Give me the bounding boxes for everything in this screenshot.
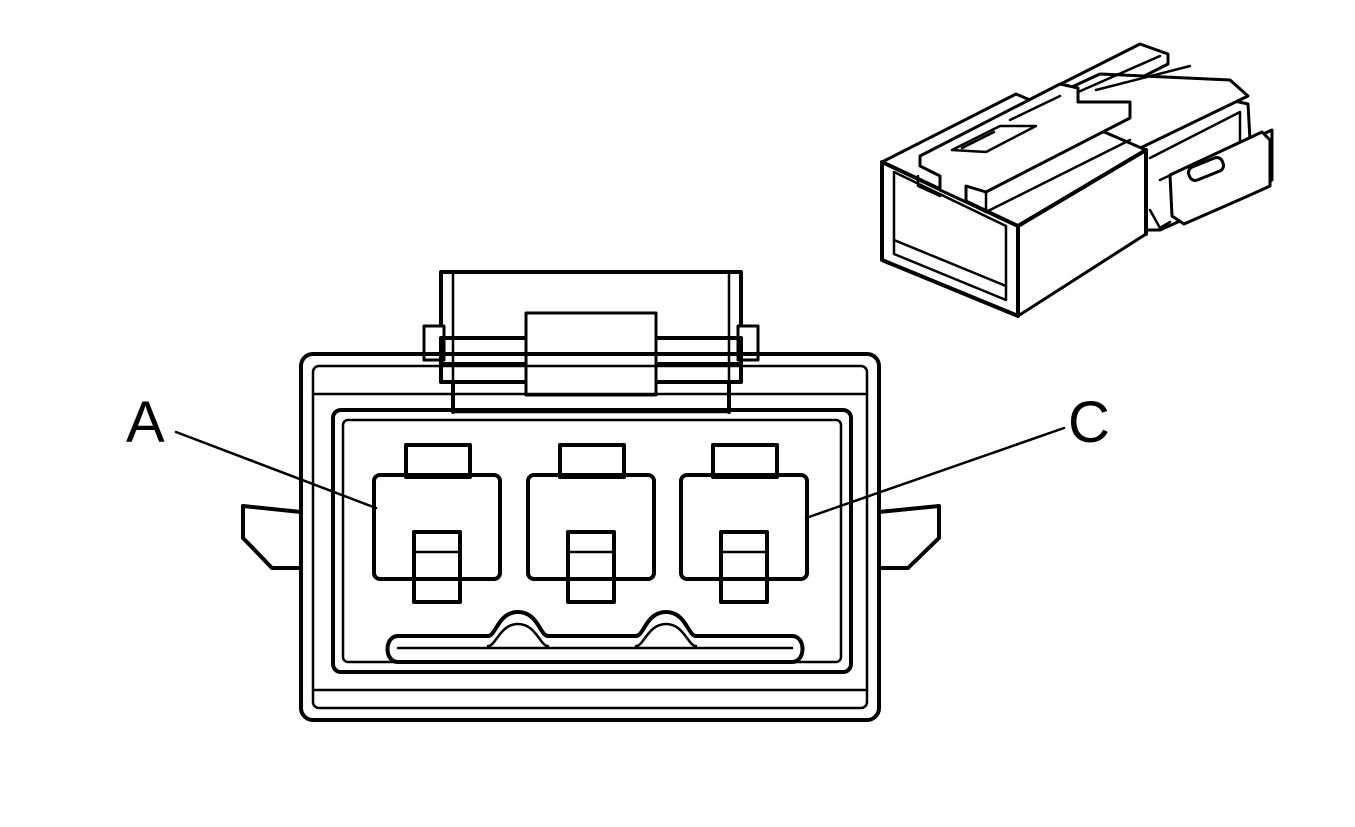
terminal-c bbox=[679, 443, 809, 604]
label-pin-a: A bbox=[126, 390, 165, 455]
terminal-a bbox=[372, 443, 502, 604]
locking-tab bbox=[422, 270, 760, 397]
terminal-b bbox=[526, 443, 656, 604]
leader-line-c bbox=[804, 426, 1066, 520]
leader-line-a bbox=[174, 430, 378, 510]
right-latch bbox=[877, 504, 941, 570]
callouts: A C bbox=[126, 390, 1110, 520]
connector-cavity bbox=[331, 408, 853, 674]
connector-face-view bbox=[241, 270, 941, 722]
keying-rib bbox=[385, 610, 805, 664]
label-pin-c: C bbox=[1068, 390, 1110, 455]
left-latch bbox=[241, 504, 303, 570]
connector-isometric-view bbox=[880, 42, 1274, 318]
